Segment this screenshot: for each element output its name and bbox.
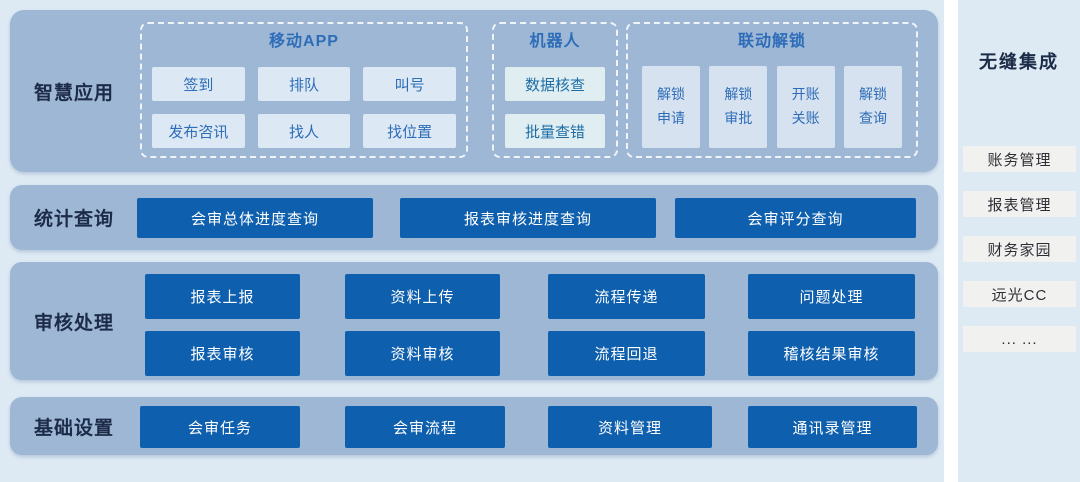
block-sign-in: 签到 [152,67,245,101]
block-unlock-approve: 解锁审批 [709,66,768,148]
vertical-divider [944,0,958,482]
layer-statistics-query: 统计查询 会审总体进度查询 报表审核进度查询 会审评分查询 [10,185,938,250]
block-open-close-account-label: 开账关账 [791,86,820,126]
integration-item-reporting: 报表管理 [963,191,1076,217]
integration-items: 账务管理 报表管理 财务家园 远光CC ... ... [963,146,1076,352]
block-unlock-approve-label: 解锁审批 [724,86,753,126]
block-unlock-query: 解锁查询 [843,66,902,148]
group-linked-unlock: 联动解锁 解锁申请 解锁审批 开账关账 解锁查询 [626,22,918,158]
robot-column: 数据核查 批量查错 [494,54,616,148]
group-title-linked-unlock: 联动解锁 [737,33,806,50]
block-open-close-account: 开账关账 [776,66,835,148]
integration-item-yuanguang-cc: 远光CC [963,281,1076,307]
integration-item-accounting: 账务管理 [963,146,1076,172]
integration-title: 无缝集成 [979,52,1059,72]
block-issue-handling: 问题处理 [748,274,915,319]
panel-seamless-integration: 无缝集成 账务管理 报表管理 财务家园 远光CC ... ... [958,0,1080,482]
layer-label-statistics-query: 统计查询 [33,209,114,230]
block-material-upload: 资料上传 [345,274,500,319]
block-material-management: 资料管理 [548,406,712,448]
integration-item-ellipsis: ... ... [963,326,1076,352]
block-report-audit-progress-query: 报表审核进度查询 [400,198,656,238]
block-call-number: 叫号 [363,67,456,101]
layer-label-audit-processing: 审核处理 [33,312,114,334]
layer-label-basic-settings: 基础设置 [33,417,114,439]
block-unlock-apply: 解锁申请 [642,66,700,148]
group-title-mobile-app: 移动APP [269,33,339,50]
integration-item-finance-home: 财务家园 [963,236,1076,262]
block-batch-error-check: 批量查错 [505,114,605,148]
block-process-transfer: 流程传递 [548,274,705,319]
mobile-app-grid: 签到 排队 叫号 发布咨讯 找人 找位置 [142,54,466,148]
layer-basic-settings: 基础设置 会审任务 会审流程 资料管理 通讯录管理 [10,397,938,455]
block-publish-news: 发布咨讯 [152,114,245,148]
block-report-submit: 报表上报 [145,274,300,319]
block-joint-review-score-query: 会审评分查询 [675,198,916,238]
group-robot: 机器人 数据核查 批量查错 [492,22,618,158]
block-material-audit: 资料审核 [345,331,500,376]
block-find-location: 找位置 [363,114,456,148]
block-audit-result-review: 稽核结果审核 [748,331,915,376]
block-find-person: 找人 [257,114,351,148]
block-unlock-query-label: 解锁查询 [858,86,887,126]
layer-audit-processing: 审核处理 报表上报 资料上传 流程传递 问题处理 报表审核 资料审核 流程回退 … [10,262,938,380]
group-mobile-app: 移动APP 签到 排队 叫号 发布咨讯 找人 找位置 [140,22,468,158]
group-title-robot: 机器人 [529,33,581,50]
linked-unlock-row: 解锁申请 解锁审批 开账关账 解锁查询 [628,54,916,148]
block-joint-review-tasks: 会审任务 [140,406,300,448]
block-joint-review-process: 会审流程 [345,406,505,448]
block-data-check: 数据核查 [505,67,605,101]
block-queue: 排队 [257,67,351,101]
block-process-rollback: 流程回退 [548,331,705,376]
block-joint-review-overall-progress-query: 会审总体进度查询 [137,198,373,238]
layer-label-smart-applications: 智慧应用 [33,82,114,104]
block-contacts-management: 通讯录管理 [748,406,917,448]
block-unlock-apply-label: 解锁申请 [657,86,685,126]
block-report-audit: 报表审核 [145,331,300,376]
layer-smart-applications: 智慧应用 移动APP 签到 排队 叫号 发布咨讯 找人 找位置 机器人 数据核查… [10,10,938,172]
